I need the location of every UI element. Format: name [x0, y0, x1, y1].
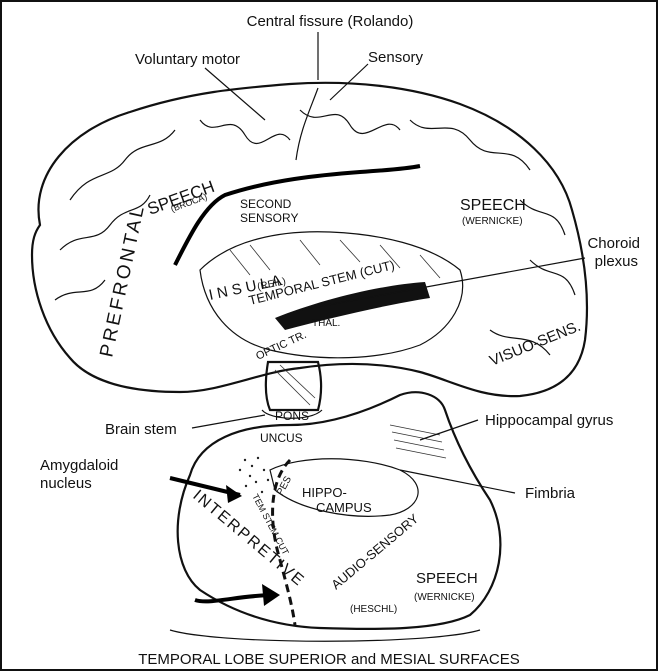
fimbria-label: Fimbria: [525, 485, 576, 502]
central-fissure-label: Central fissure (Rolando): [247, 13, 414, 30]
interpretive-label: INTERPRETIVE: [189, 487, 308, 590]
pons-label: PONS: [275, 409, 309, 423]
hippocampus-label-line1: HIPPO-: [302, 485, 347, 500]
amygdaloid-label-line2: nucleus: [40, 475, 92, 492]
audio-sensory-label: AUDIO-SENSORY: [328, 511, 421, 593]
choroid-plexus-label-line2: plexus: [595, 253, 638, 270]
second-sensory-label-line1: SECOND: [240, 197, 292, 211]
choroid-plexus-label-line1: Choroid: [587, 235, 640, 252]
hippocampal-gyrus-label: Hippocampal gyrus: [485, 412, 613, 429]
amygdala-stipple: [239, 457, 269, 493]
pes-label: PES: [275, 474, 294, 497]
heschl-label: (HESCHL): [350, 604, 397, 615]
visuo-sens-label: VISUO-SENS.: [487, 318, 583, 370]
second-sensory-label-line2: SENSORY: [240, 211, 298, 225]
optic-tract-label: OPTIC TR.: [254, 329, 308, 363]
voluntary-motor-label: Voluntary motor: [135, 51, 240, 68]
amygdaloid-label-line1: Amygdaloid: [40, 457, 118, 474]
wernicke-top-label: (WERNICKE): [462, 216, 523, 227]
uncus-label: UNCUS: [260, 431, 303, 445]
wernicke-bottom-label: (WERNICKE): [414, 592, 475, 603]
brain-stem-label: Brain stem: [105, 421, 177, 438]
sensory-label: Sensory: [368, 49, 424, 66]
speech-wernicke-top-label: SPEECH: [460, 197, 526, 214]
figure-caption: TEMPORAL LOBE SUPERIOR and MESIAL SURFAC…: [138, 651, 520, 668]
lateral-brain-view: [32, 83, 587, 418]
thal-label: THAL.: [312, 318, 340, 329]
hippocampus-label-line2: CAMPUS: [316, 500, 372, 515]
speech-wernicke-bottom-label: SPEECH: [416, 570, 478, 587]
hippocampal-gyrus-hatch: [390, 425, 446, 458]
